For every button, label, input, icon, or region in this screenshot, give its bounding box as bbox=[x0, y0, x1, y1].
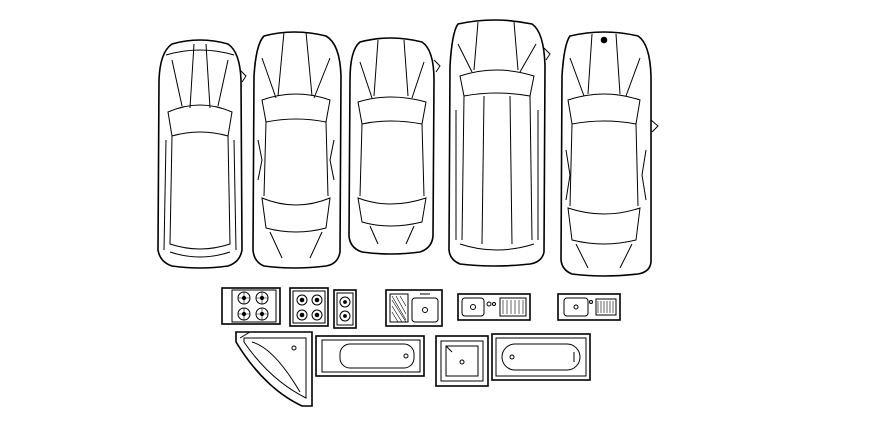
corner-bathtub bbox=[235, 331, 313, 407]
sink-with-drainboard-2 bbox=[557, 293, 621, 321]
cooktop-large bbox=[221, 287, 281, 325]
cooktop-small bbox=[333, 289, 357, 329]
car-2-top-view bbox=[252, 31, 342, 269]
car-1-top-view bbox=[157, 39, 247, 269]
bathtub-rectangular bbox=[315, 335, 425, 377]
sink-with-drainboard-1 bbox=[457, 293, 531, 321]
car-5-top-view bbox=[560, 31, 659, 277]
shower-tray bbox=[435, 335, 489, 387]
sink-double-square bbox=[385, 289, 443, 327]
bathtub-oval bbox=[491, 333, 591, 381]
car-3-top-view bbox=[348, 37, 441, 255]
cooktop-medium bbox=[289, 287, 329, 327]
car-4-top-view bbox=[448, 19, 551, 267]
